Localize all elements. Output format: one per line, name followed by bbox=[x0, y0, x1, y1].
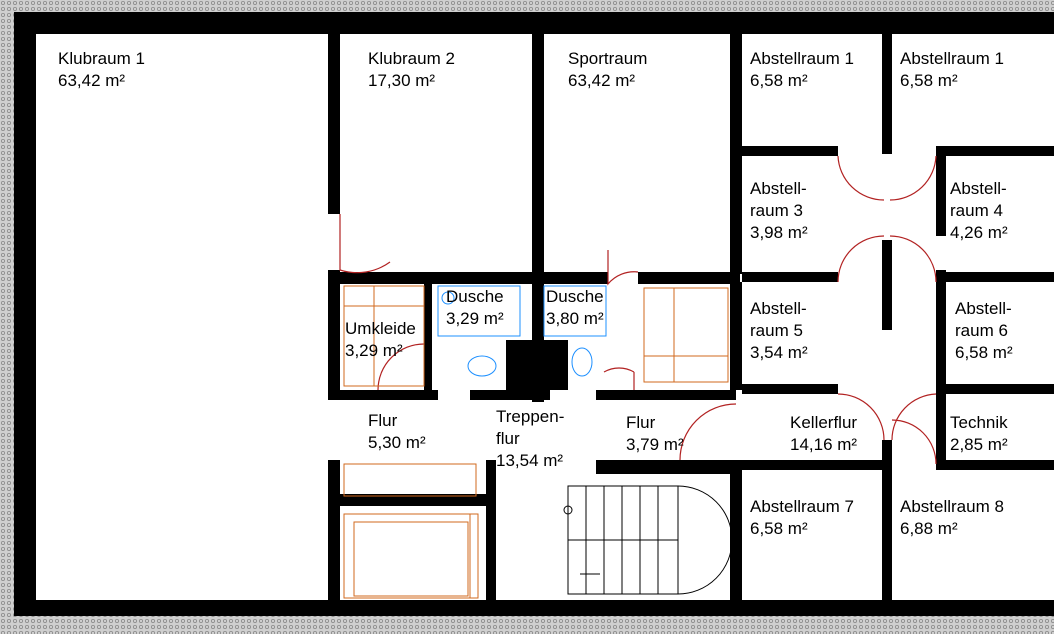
door-flur-left bbox=[603, 367, 635, 390]
door-flur-mid bbox=[679, 403, 737, 461]
doors bbox=[339, 155, 937, 465]
door-abstell3 bbox=[837, 155, 885, 201]
interior-walls bbox=[328, 34, 1054, 600]
door-keller-left bbox=[837, 393, 885, 441]
door-abstell5 bbox=[837, 235, 885, 283]
staircase bbox=[563, 485, 733, 595]
shower-left bbox=[437, 285, 521, 337]
fixtures bbox=[343, 285, 729, 599]
door-technik bbox=[891, 419, 937, 465]
sink-icon bbox=[571, 347, 593, 377]
shower-right bbox=[543, 285, 607, 337]
door-abstell6 bbox=[889, 235, 937, 283]
door-klubraum bbox=[339, 214, 391, 274]
door-keller-right bbox=[891, 393, 937, 441]
bench-lower bbox=[343, 513, 479, 599]
bench-flur bbox=[343, 463, 477, 497]
door-umkleide bbox=[377, 343, 425, 391]
door-sportraum bbox=[607, 250, 639, 286]
toilet-icon bbox=[467, 355, 497, 377]
sanitary bbox=[437, 285, 607, 377]
door-abstell4 bbox=[889, 155, 937, 201]
bench-umkleide bbox=[343, 285, 425, 387]
